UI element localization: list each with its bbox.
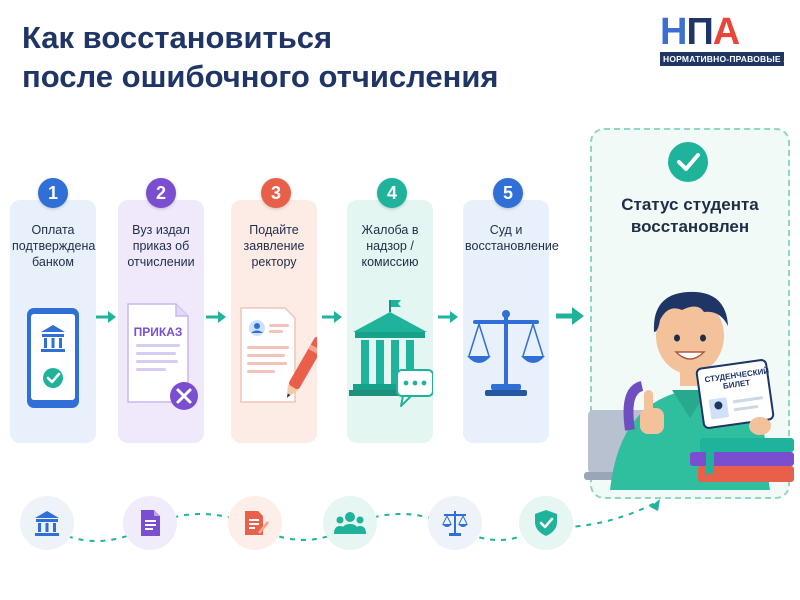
final-status-card: Статус студента восстановлен	[584, 128, 794, 499]
step-1-label: Оплата подтверждена банком	[12, 223, 96, 269]
order-document-icon: ПРИКАЗ	[118, 300, 204, 420]
arrow-right-icon	[206, 311, 226, 323]
step-1-number: 1	[38, 178, 68, 208]
people-icon	[323, 496, 377, 550]
logo-mark: Н П А	[660, 11, 784, 53]
arrow-right-icon	[322, 311, 342, 323]
step-1-card: Оплата подтверждена банком	[10, 200, 96, 443]
document-icon	[123, 496, 177, 550]
arrow-right-icon	[96, 311, 116, 323]
edit-document-icon	[228, 496, 282, 550]
scales-icon	[428, 496, 482, 550]
step-2-card: Вуз издал приказ об отчислении ПРИКАЗ	[118, 200, 204, 443]
logo-letter-n: Н	[660, 11, 687, 53]
timeline-path	[47, 499, 660, 542]
bank-icon	[20, 496, 74, 550]
shield-check-icon	[519, 496, 573, 550]
page-title: Как восстановиться после ошибочного отчи…	[22, 18, 582, 96]
page-title-line-2: после ошибочного отчисления	[22, 59, 499, 94]
scales-icon	[467, 310, 545, 396]
page-title-line-1: Как восстановиться	[22, 20, 333, 55]
step-3-card: Подайте заявление ректору	[231, 200, 317, 443]
final-status-title: Статус студента восстановлен	[621, 195, 759, 236]
logo: Н П А НОРМАТИВНО-ПРАВОВЫЕ АКТЫ	[660, 11, 800, 66]
step-4-number: 4	[377, 178, 407, 208]
step-5-number: 5	[493, 178, 523, 208]
check-circle-icon	[668, 142, 708, 182]
step-3-label: Подайте заявление ректору	[243, 223, 305, 269]
logo-letter-p: П	[686, 11, 713, 53]
step-2-label: Вуз издал приказ об отчислении	[127, 223, 195, 269]
step-3-number: 3	[261, 178, 291, 208]
arrow-right-icon	[556, 307, 584, 325]
arrow-right-icon	[438, 311, 458, 323]
logo-letter-a: А	[712, 11, 740, 53]
step-2-number: 2	[146, 178, 176, 208]
logo-tagline: НОРМАТИВНО-ПРАВОВЫЕ АКТЫ	[660, 52, 800, 66]
government-complaint-icon	[349, 300, 433, 407]
step-4-label: Жалоба в надзор / комиссию	[361, 223, 419, 269]
step-5-label: Суд и восстановление	[465, 223, 559, 253]
application-pen-icon	[240, 307, 317, 403]
step-4-card: Жалоба в надзор / комиссию	[347, 200, 433, 443]
order-document-title: ПРИКАЗ	[133, 325, 183, 339]
phone-bank-icon	[27, 308, 79, 408]
step-5-card: Суд и восстановление	[463, 200, 559, 443]
student-illustration: СТУДЕНЧЕСКИЙ БИЛЕТ	[580, 240, 794, 495]
